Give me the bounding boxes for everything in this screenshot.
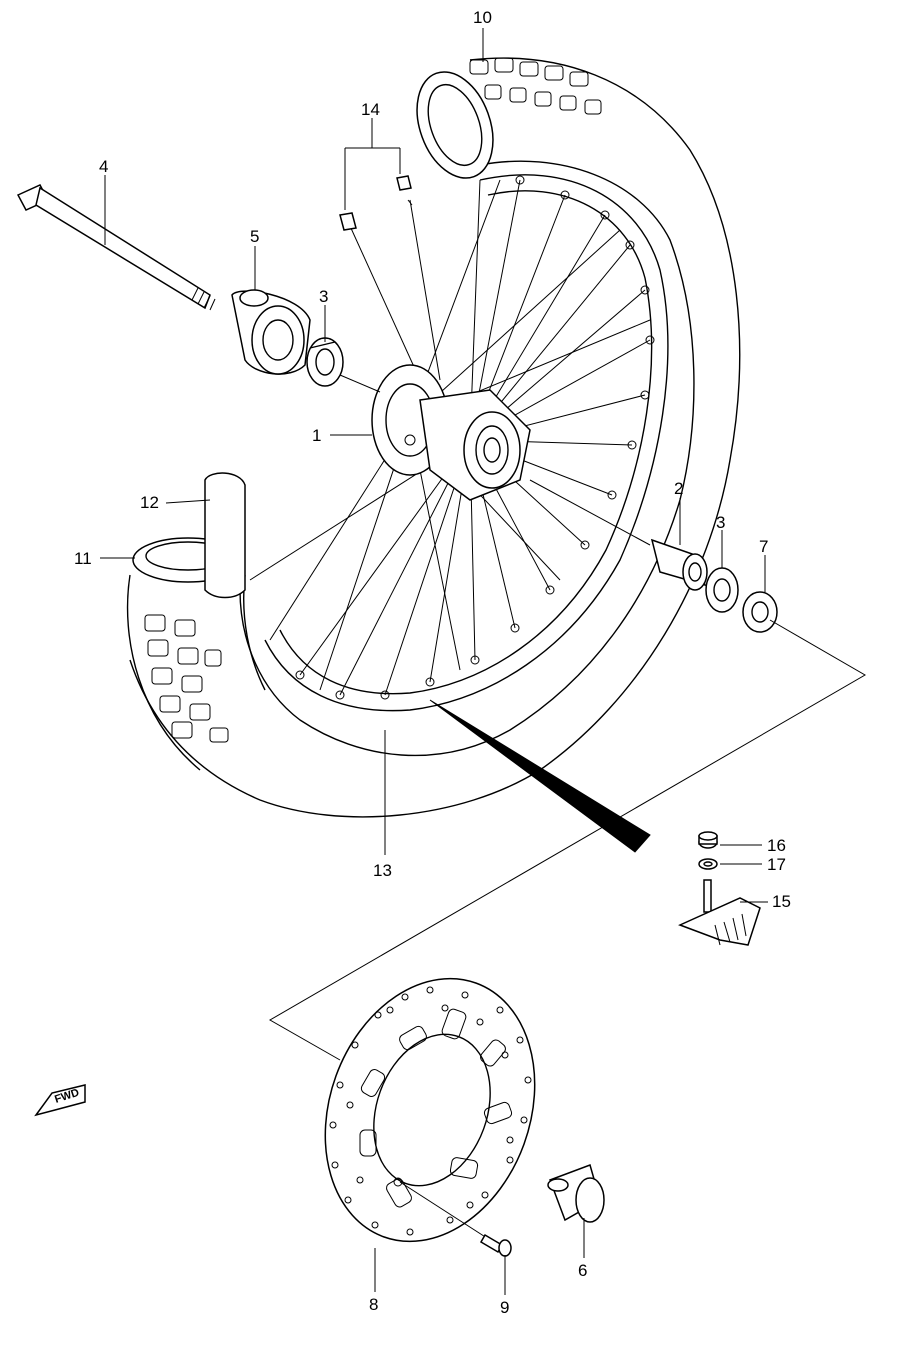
direction-wedge: [429, 699, 651, 853]
callout-17: 17: [767, 855, 786, 874]
valve-washer: [698, 858, 718, 870]
callout-7: 7: [759, 537, 768, 556]
callout-15: 15: [772, 892, 791, 911]
axle: [16, 184, 216, 311]
callout-10: 10: [473, 8, 492, 27]
hub: [371, 364, 531, 501]
callout-14: 14: [361, 100, 380, 119]
callout-16: 16: [767, 836, 786, 855]
bearing-right: [705, 567, 739, 613]
callout-5: 5: [250, 227, 259, 246]
rim-lock: [678, 879, 761, 946]
callout-11: 11: [74, 549, 92, 568]
callout-3-left: 3: [319, 287, 328, 306]
assembly-lines: [268, 374, 866, 1061]
disc-bolt: [399, 1181, 512, 1257]
spoke-nipple-detail: [339, 118, 413, 231]
spacer-collar: [547, 1164, 605, 1223]
oil-seal: [742, 591, 778, 633]
leader-lines: [100, 28, 768, 1295]
callout-4: 4: [99, 157, 108, 176]
spacer: [650, 538, 708, 591]
fwd-direction-arrow: FWD: [34, 1084, 86, 1117]
callout-1: 1: [312, 426, 321, 445]
callout-9: 9: [500, 1298, 509, 1317]
brake-disc: [324, 977, 536, 1243]
callout-13: 13: [373, 861, 392, 880]
valve-nut: [698, 831, 718, 849]
callout-8: 8: [369, 1295, 378, 1314]
inner-tube: [204, 472, 246, 599]
callout-12: 12: [140, 493, 159, 512]
callout-labels: 10 14 4 5 3 1 12 11 2 3 7 13 16 17 15 8 …: [74, 8, 791, 1317]
callout-3-right: 3: [716, 513, 725, 532]
speedometer-gearbox: [231, 289, 311, 375]
callout-6: 6: [578, 1261, 587, 1280]
callout-2: 2: [674, 479, 683, 498]
bearing-left: [306, 337, 344, 387]
